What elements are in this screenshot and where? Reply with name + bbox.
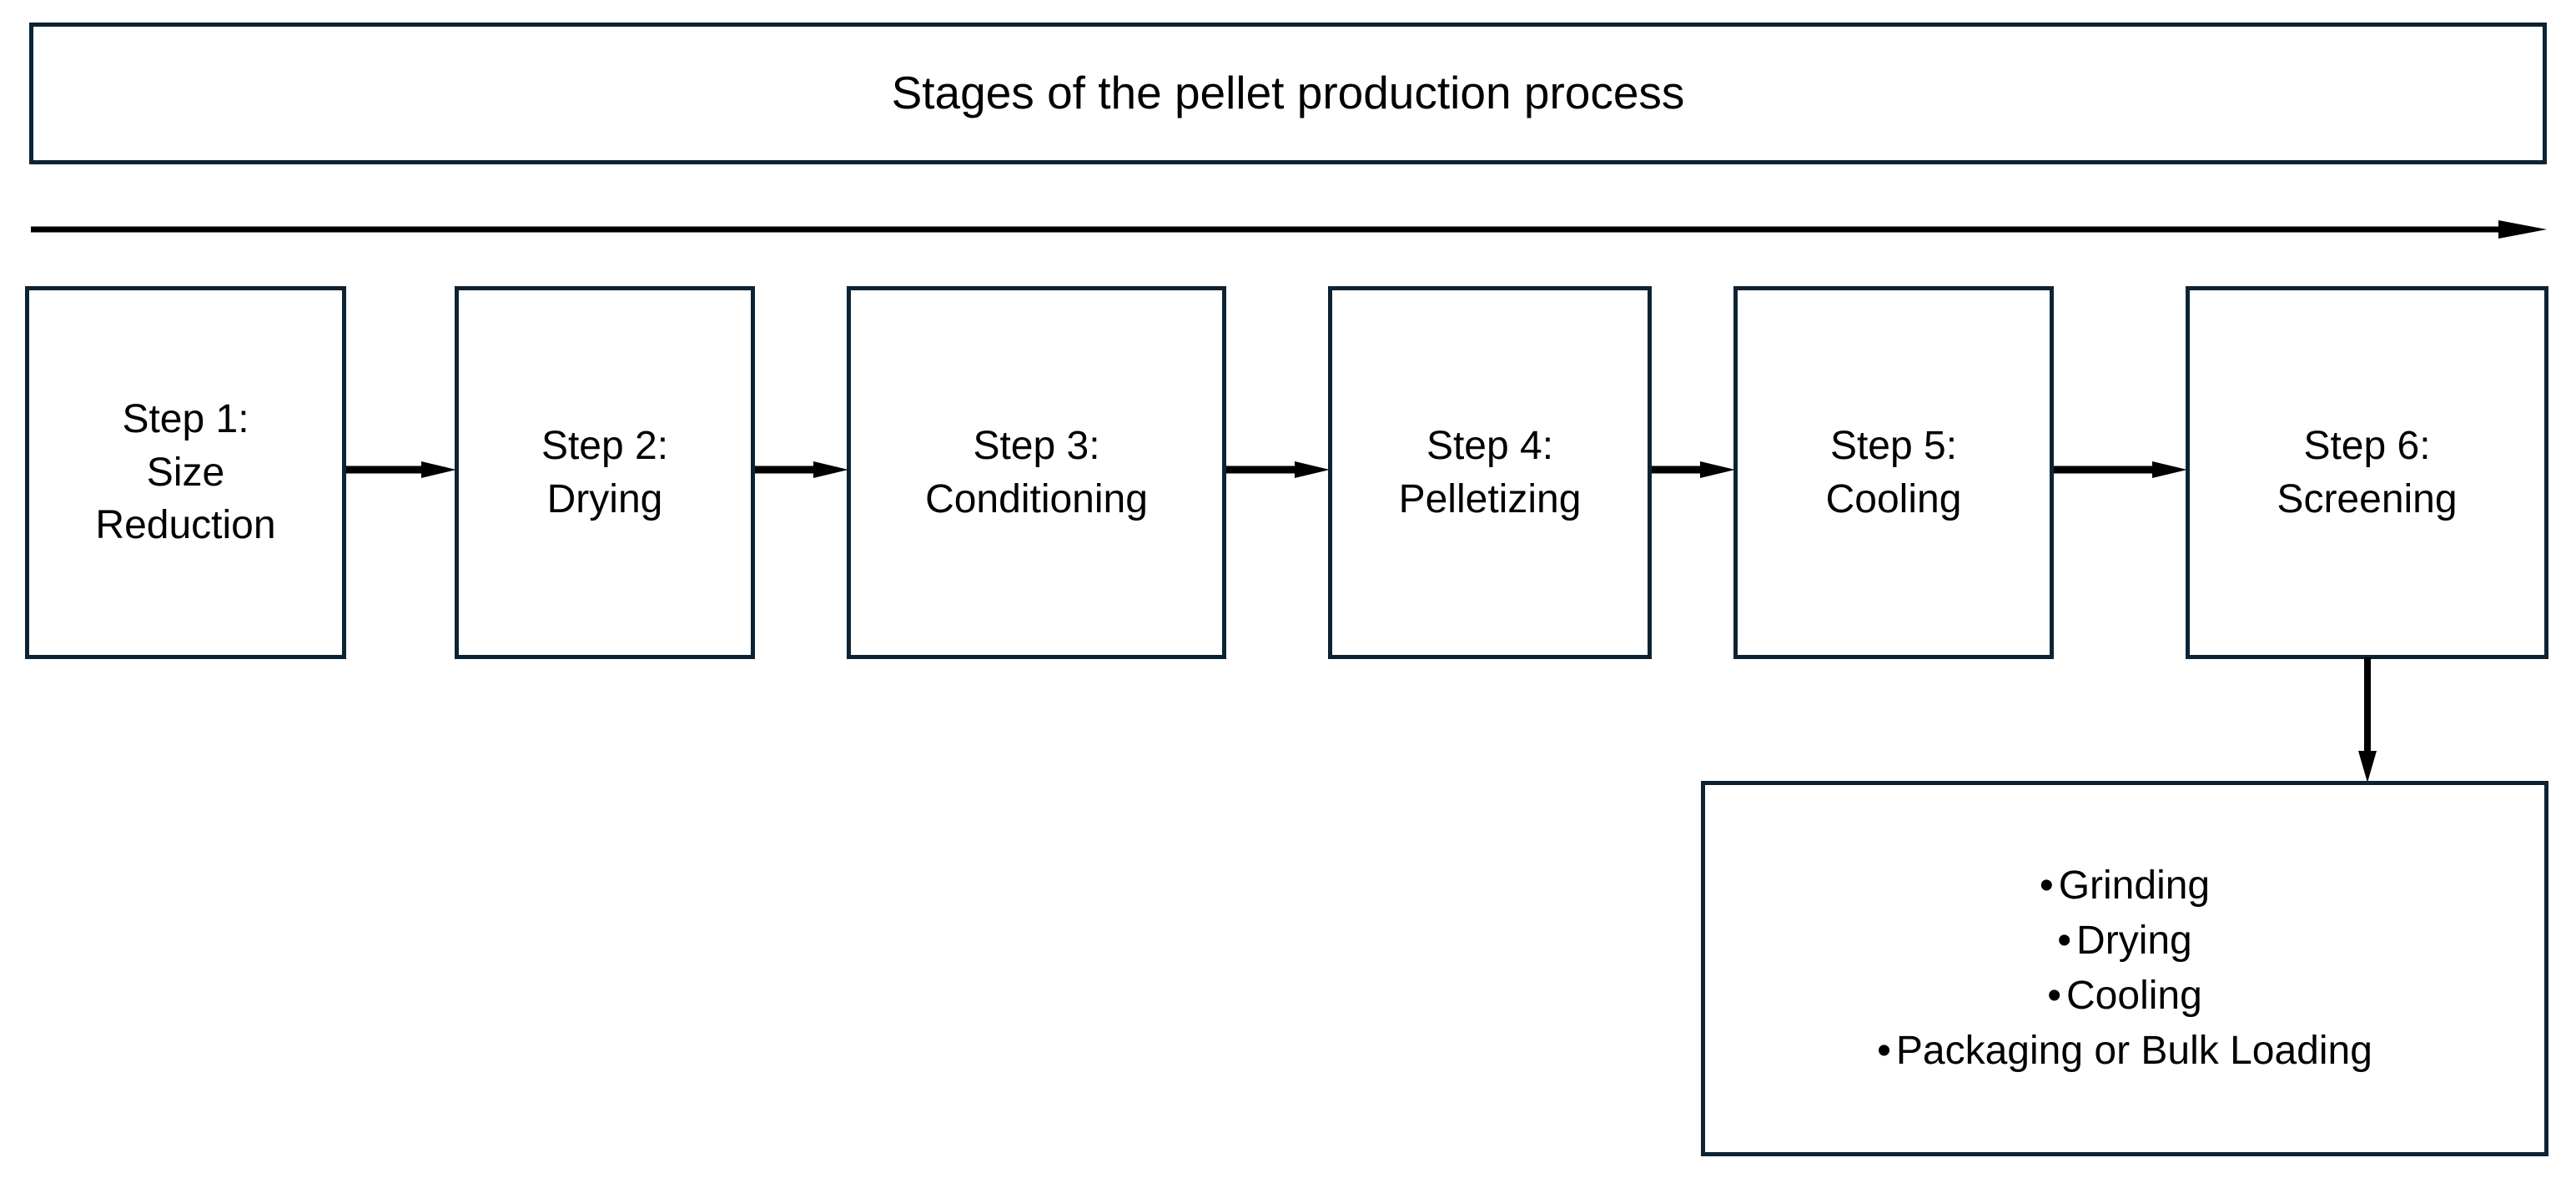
step-label: Step 5:Cooling bbox=[1825, 424, 1962, 521]
bullet-icon: • bbox=[2057, 918, 2072, 963]
list-item: •Grinding bbox=[1877, 858, 2372, 914]
bullet-icon: • bbox=[2047, 974, 2062, 1018]
timeline-arrow-icon bbox=[31, 220, 2547, 239]
step-label: Step 4:Pelletizing bbox=[1398, 424, 1582, 521]
down-arrow-icon bbox=[2358, 657, 2377, 783]
list-item: •Drying bbox=[1877, 914, 2372, 969]
step-box-cooling[interactable]: Step 5:Cooling bbox=[1733, 286, 2054, 659]
list-item-label: Grinding bbox=[2058, 863, 2211, 908]
list-item: •Packaging or Bulk Loading bbox=[1877, 1024, 2372, 1079]
list-item-label: Cooling bbox=[2066, 974, 2202, 1018]
list-item-label: Packaging or Bulk Loading bbox=[1895, 1029, 2372, 1074]
step-label: Step 3:Conditioning bbox=[925, 424, 1148, 521]
connector-arrow-icon-5 bbox=[2054, 461, 2187, 478]
connector-arrow-icon-4 bbox=[1652, 461, 1735, 478]
outputs-box: •Grinding •Drying •Cooling •Packaging or… bbox=[1701, 781, 2548, 1156]
step-box-drying[interactable]: Step 2:Drying bbox=[455, 286, 755, 659]
connector-arrow-icon-1 bbox=[346, 461, 456, 478]
connector-arrow-icon-3 bbox=[1226, 461, 1330, 478]
page-title: Stages of the pellet production process bbox=[891, 67, 1685, 119]
outputs-list: •Grinding •Drying •Cooling •Packaging or… bbox=[1877, 858, 2372, 1080]
connector-arrow-icon-2 bbox=[755, 461, 848, 478]
bullet-icon: • bbox=[1877, 1029, 1891, 1074]
bullet-icon: • bbox=[2039, 863, 2054, 908]
step-label: Step 2:Drying bbox=[541, 424, 669, 521]
step-box-pelletizing[interactable]: Step 4:Pelletizing bbox=[1328, 286, 1652, 659]
step-label: Step 6:Screening bbox=[2277, 424, 2458, 521]
step-box-conditioning[interactable]: Step 3:Conditioning bbox=[847, 286, 1226, 659]
title-box: Stages of the pellet production process bbox=[29, 23, 2547, 164]
step-box-screening[interactable]: Step 6:Screening bbox=[2186, 286, 2548, 659]
list-item-label: Drying bbox=[2076, 918, 2192, 963]
list-item: •Cooling bbox=[1877, 969, 2372, 1024]
